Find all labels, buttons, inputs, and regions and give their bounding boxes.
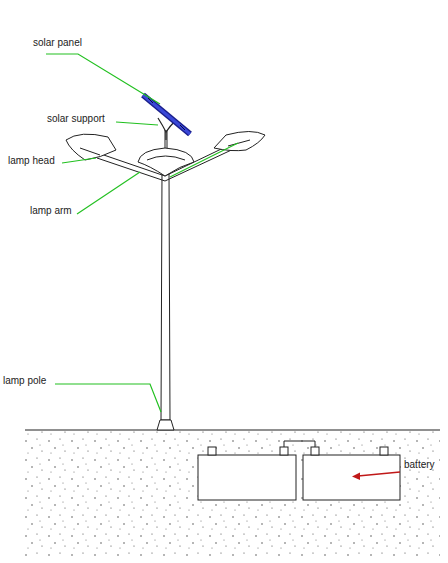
ground-texture [25, 431, 440, 556]
part-label: lamp arm [30, 205, 72, 216]
battery-arrow [352, 472, 400, 480]
ground-line [25, 429, 440, 430]
part-label: solar panel [33, 37, 82, 48]
battery-symbol [198, 441, 400, 500]
solar-panel-drawing [143, 95, 190, 134]
part-label: battery [404, 459, 435, 470]
part-label: solar support [47, 113, 105, 124]
part-label: lamp head [8, 155, 55, 166]
lamp-head-drawing [66, 132, 265, 161]
leader-line [46, 54, 238, 412]
part-label: lamp pole [3, 375, 46, 386]
